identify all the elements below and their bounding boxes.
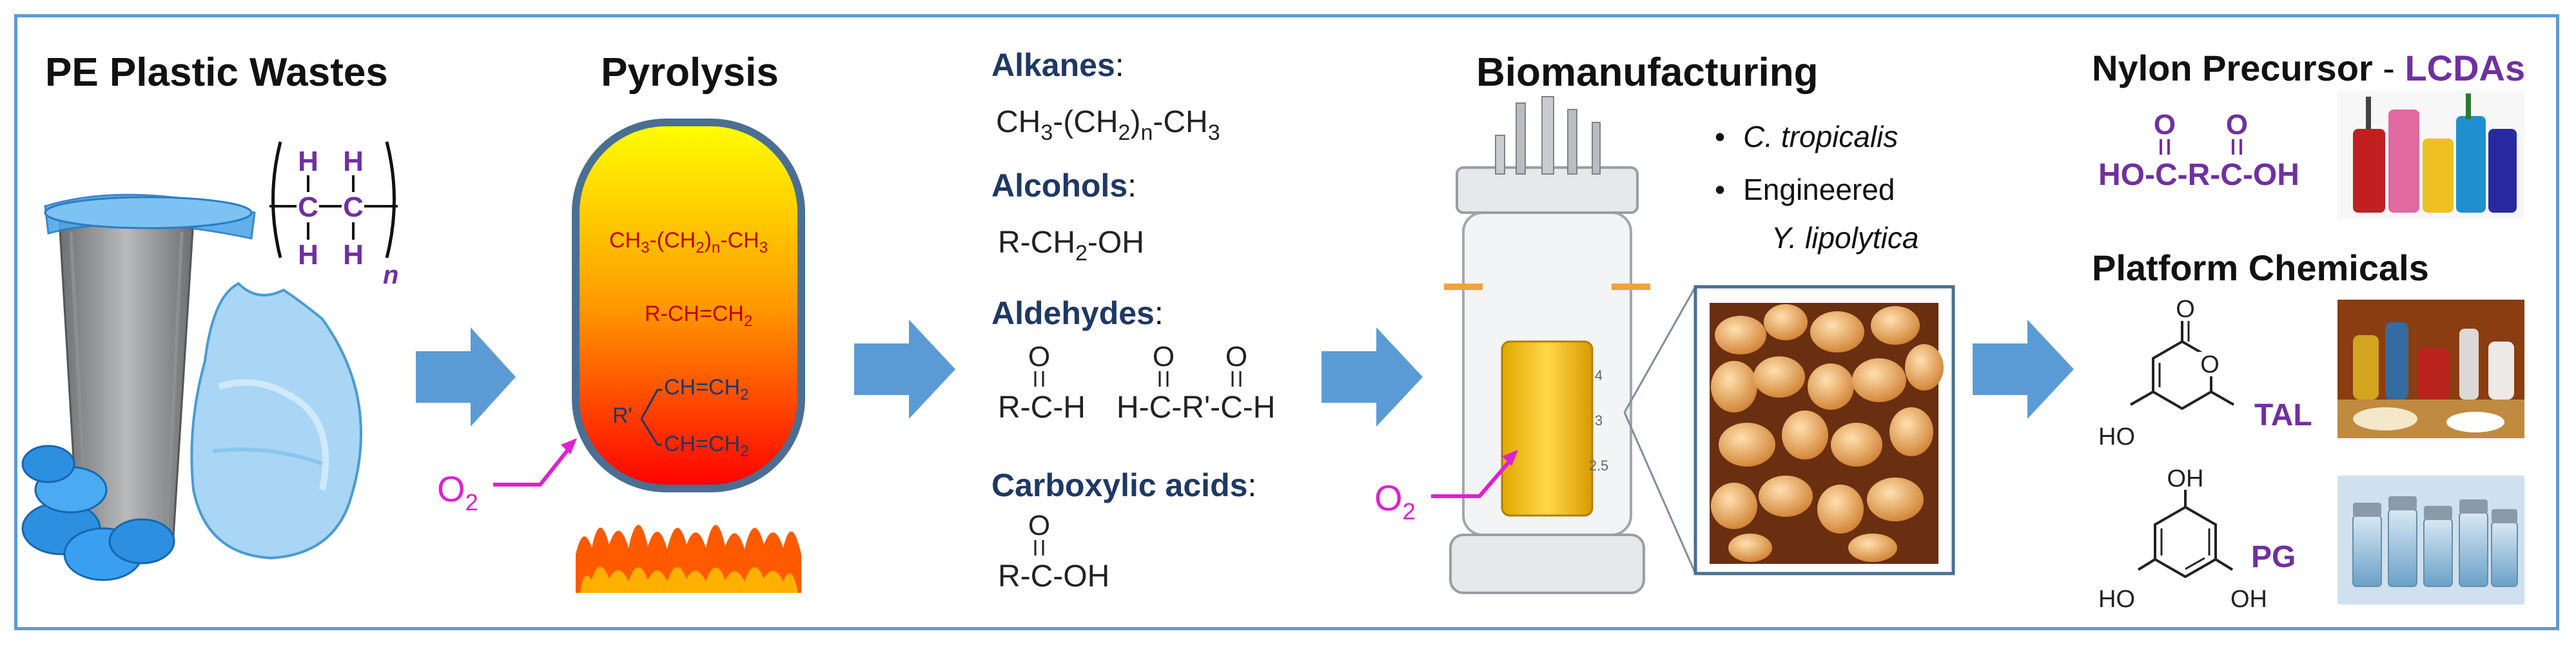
aldehyde-oxygen-1: O: [1028, 341, 1050, 372]
reactor-mark-4: 4: [1595, 367, 1603, 383]
bag-roll-icon: [21, 445, 175, 581]
bio-oxygen-label: O2: [1374, 478, 1416, 525]
lcda-oxygen-1: O: [2154, 109, 2176, 140]
bullet-2: •Engineered: [1715, 173, 1895, 206]
diene-bottom-formula: CH=CH2: [664, 432, 748, 460]
diene-r-label: R': [612, 403, 632, 428]
pe-atom-c1: C: [298, 191, 318, 223]
aldehyde-formula-1: R-C-H: [998, 391, 1086, 425]
reactor-mark-2-5: 2.5: [1589, 458, 1609, 474]
process-arrow-4: [1973, 320, 2074, 419]
pe-atom-h2: H: [343, 146, 364, 177]
pyrolysis-alkene-formula: R-CH=CH2: [645, 302, 752, 330]
diene-top-formula: CH=CH2: [664, 375, 748, 403]
bullet-2-continuation: Y. lipolytica: [1771, 221, 1918, 255]
pg-oh-right: OH: [2230, 586, 2267, 613]
pg-structure: OH HO OH PG: [2098, 465, 2296, 613]
tal-ring-oxygen: O: [2200, 351, 2220, 378]
carboxylic-acid-structure: O R-C-OH: [998, 510, 1109, 594]
tal-structure: O O HO TAL: [2098, 296, 2312, 450]
pe-atom-h3: H: [298, 239, 318, 271]
aldehydes-heading: Aldehydes:: [991, 295, 1164, 331]
reactor-mark-3: 3: [1595, 412, 1603, 429]
biomanufacturing-section: Biomanufacturing 4 3 2.5 O2: [1374, 50, 1955, 594]
pe-subscript-n: n: [383, 261, 398, 289]
pyrolysis-reactor: [572, 119, 805, 492]
yeast-cells-icon: [1623, 285, 1955, 575]
bullet-1: •C. tropicalis: [1715, 120, 1898, 153]
pe-waste-section: PE Plastic Wastes H H C C H H n: [21, 50, 398, 581]
organism-list: •C. tropicalis •Engineered Y. lipolytica: [1715, 120, 1918, 255]
vials-icon: [2337, 476, 2524, 604]
diagram-frame: [14, 14, 2559, 630]
pyrolysis-oxygen-label: O2: [437, 468, 478, 516]
biomanufacturing-oxygen-input: O2: [1374, 450, 1518, 525]
carboxylic-formula: R-C-OH: [998, 559, 1109, 594]
pg-label: PG: [2251, 540, 2296, 574]
lcda-oxygen-2: O: [2226, 109, 2248, 140]
pyrolysis-title: Pyrolysis: [601, 50, 779, 95]
pe-atom-c2: C: [343, 191, 364, 223]
aldehyde-oxygen-3: O: [1225, 341, 1247, 372]
aldehyde-formula-2: H-C-R'-C-H: [1117, 391, 1275, 425]
lcda-structure: O O HO-C-R-C-OH: [2098, 109, 2299, 192]
pyrolysis-section: Pyrolysis CH3-(CH2)n-CH3 R-CH=CH2 R' CH=…: [437, 50, 805, 593]
aldehyde-oxygen-2: O: [1153, 341, 1175, 372]
pe-atom-h4: H: [343, 239, 364, 271]
alkanes-heading: Alkanes:: [991, 47, 1124, 83]
alkanes-formula: CH3-(CH2)n-CH3: [996, 105, 1220, 145]
pg-oh-left: HO: [2098, 586, 2135, 613]
pe-waste-title: PE Plastic Wastes: [45, 50, 388, 95]
pyrolysis-oxygen-input: O2: [437, 438, 577, 516]
tal-carbonyl-oxygen: O: [2176, 296, 2195, 323]
platform-chemicals-title: Platform Chemicals: [2092, 247, 2429, 288]
outputs-section: Nylon Precursor - LCDAs O O HO-C-R-C-OH: [2092, 48, 2525, 613]
alcohols-heading: Alcohols:: [991, 168, 1137, 204]
pe-atom-h1: H: [298, 146, 318, 177]
pg-oh-top: OH: [2167, 465, 2204, 492]
pyrolysis-products-section: Alkanes: CH3-(CH2)n-CH3 Alcohols: R-CH2-…: [991, 47, 1275, 594]
bioreactor-icon: 4 3 2.5: [1444, 96, 1650, 594]
thread-spools-icon: [2337, 90, 2524, 219]
tal-label: TAL: [2254, 398, 2312, 432]
nylon-precursor-title: Nylon Precursor - LCDAs: [2092, 48, 2525, 88]
pyrolysis-alkane-formula: CH3-(CH2)n-CH3: [609, 228, 768, 256]
carboxylic-oxygen: O: [1028, 510, 1050, 541]
trash-can-icon: [44, 193, 256, 558]
pyrolysis-diene: R' CH=CH2 CH=CH2: [612, 375, 748, 460]
carboxylic-acids-heading: Carboxylic acids:: [991, 467, 1256, 503]
tal-hydroxyl: HO: [2098, 423, 2135, 450]
plastic-bag-icon: [190, 282, 362, 560]
aldehydes-structures: O R-C-H O O H-C-R'-C-H: [998, 341, 1275, 425]
polyethylene-structure: H H C C H H n: [269, 141, 398, 289]
fire-icon: [576, 516, 801, 593]
alcohols-formula: R-CH2-OH: [998, 226, 1144, 266]
process-arrow-2: [854, 320, 955, 419]
lcda-formula: HO-C-R-C-OH: [2098, 158, 2299, 192]
biomanufacturing-title: Biomanufacturing: [1476, 50, 1818, 95]
process-arrow-1: [416, 327, 516, 427]
chemical-bottles-icon: [2337, 300, 2524, 438]
process-arrow-3: [1322, 327, 1423, 427]
